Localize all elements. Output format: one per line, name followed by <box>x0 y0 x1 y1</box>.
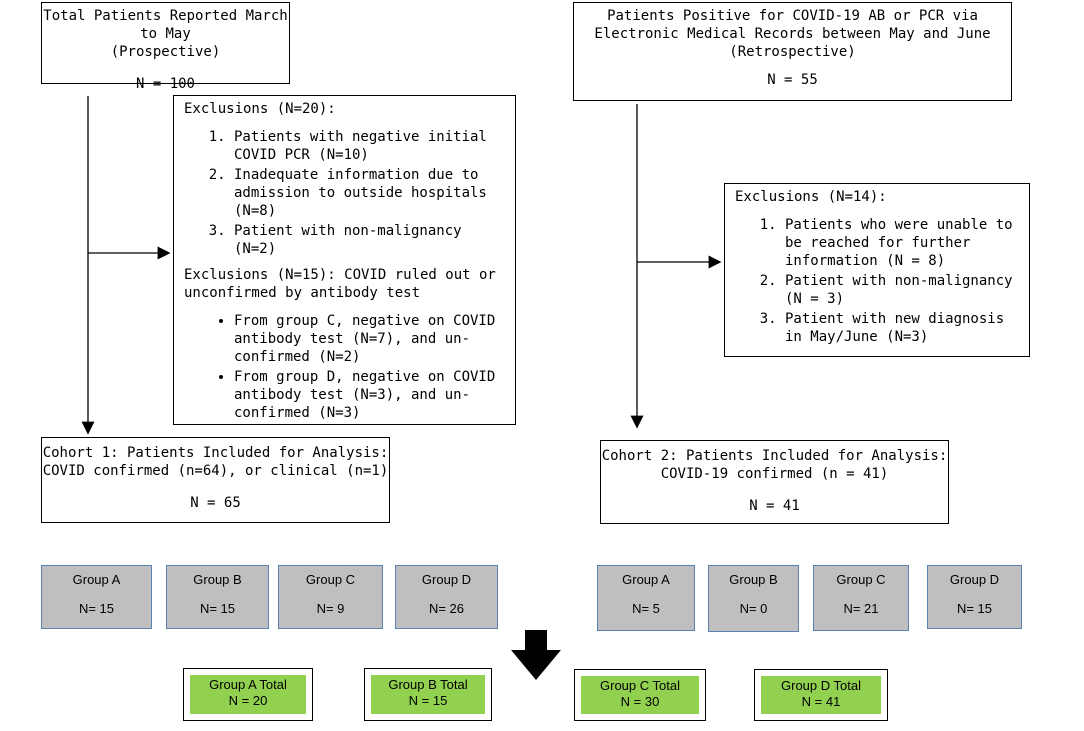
cohort1-box: Cohort 1: Patients Included for Analysis… <box>41 437 390 523</box>
cohort2-group-c: Group C N= 21 <box>813 565 909 631</box>
retrospective-title-line1: Patients Positive for COVID-19 AB or PCR… <box>607 8 978 24</box>
exclusions-left-heading2-line1: Exclusions (N=15): COVID ruled out or <box>184 267 496 283</box>
group-a-total-box: Group A Total N = 20 <box>183 668 313 721</box>
group-name: Group A <box>622 572 670 587</box>
exclusions-left-box: Exclusions (N=20): Patients with negativ… <box>173 95 516 425</box>
exclusions-left-heading: Exclusions (N=20): <box>184 101 336 117</box>
list-item: From group C, negative on COVID antibody… <box>234 312 507 366</box>
cohort2-n: N = 41 <box>749 498 800 514</box>
group-name: Group C <box>305 572 356 587</box>
retrospective-title-line2: Electronic Medical Records between May a… <box>594 26 991 42</box>
total-value: N = 20 <box>228 693 268 708</box>
list-item: Patients who were unable to be reached f… <box>785 216 1021 270</box>
group-value: N= 15 <box>956 601 993 616</box>
prospective-box: Total Patients Reported March to May (Pr… <box>41 2 290 92</box>
group-name: Group D <box>949 572 1000 587</box>
total-name: Group B Total <box>388 677 468 692</box>
group-value: N= 0 <box>739 601 768 616</box>
total-name: Group C Total <box>600 678 680 693</box>
cohort1-group-b: Group B N= 15 <box>166 565 269 629</box>
exclusions-left-list: Patients with negative initial COVID PCR… <box>184 128 507 258</box>
list-item: Inadequate information due to admission … <box>234 166 507 220</box>
group-value: N= 5 <box>632 601 660 616</box>
retrospective-box: Patients Positive for COVID-19 AB or PCR… <box>573 2 1012 101</box>
group-c-total-box: Group C Total N = 30 <box>574 669 706 721</box>
group-name: Group C <box>836 572 886 587</box>
exclusions-right-list: Patients who were unable to be reached f… <box>735 216 1021 346</box>
group-c-total-fill: Group C Total N = 30 <box>581 676 699 714</box>
total-name: Group A Total <box>209 677 287 692</box>
group-b-total-box: Group B Total N = 15 <box>364 668 492 721</box>
group-value: N= 15 <box>199 601 236 616</box>
exclusions-right-box: Exclusions (N=14): Patients who were una… <box>724 183 1030 357</box>
list-item: Patients with negative initial COVID PCR… <box>234 128 507 164</box>
group-b-total-fill: Group B Total N = 15 <box>371 675 485 714</box>
group-value: N= 9 <box>316 601 345 616</box>
cohort2-group-b: Group B N= 0 <box>708 565 799 632</box>
cohort1-n: N = 65 <box>190 495 241 511</box>
exclusions-left-heading2-line2: unconfirmed by antibody test <box>184 285 421 301</box>
cohort1-group-a: Group A N= 15 <box>41 565 152 629</box>
prospective-title-line2: (Prospective) <box>110 44 221 60</box>
cohort2-group-d: Group D N= 15 <box>927 565 1022 629</box>
group-value: N= 15 <box>78 601 115 616</box>
prospective-n: N = 100 <box>135 76 195 92</box>
cohort2-line2: COVID-19 confirmed (n = 41) <box>660 466 889 482</box>
list-item: From group D, negative on COVID antibody… <box>234 368 507 422</box>
list-item: Patient with non-malignancy (N=2) <box>234 222 507 258</box>
exclusions-right-heading: Exclusions (N=14): <box>735 189 887 205</box>
group-name: Group B <box>193 572 242 587</box>
exclusions-left-bullets: From group C, negative on COVID antibody… <box>184 312 507 422</box>
cohort1-line1: Cohort 1: Patients Included for Analysis… <box>42 445 389 461</box>
cohort1-group-d: Group D N= 26 <box>395 565 498 629</box>
total-value: N = 15 <box>408 693 448 708</box>
group-d-total-fill: Group D Total N = 41 <box>761 676 881 714</box>
cohort2-line1: Cohort 2: Patients Included for Analysis… <box>601 448 948 464</box>
group-name: Group A <box>72 572 121 587</box>
retrospective-n: N = 55 <box>767 72 818 88</box>
list-item: Patient with new diagnosis in May/June (… <box>785 310 1021 346</box>
cohort2-group-a: Group A N= 5 <box>597 565 695 631</box>
big-down-arrow <box>511 630 561 680</box>
group-value: N= 21 <box>843 601 879 616</box>
group-a-total-fill: Group A Total N = 20 <box>190 675 306 714</box>
total-value: N = 30 <box>620 694 660 709</box>
group-name: Group D <box>421 572 472 587</box>
list-item: Patient with non-malignancy (N = 3) <box>785 272 1021 308</box>
cohort2-box: Cohort 2: Patients Included for Analysis… <box>600 440 949 524</box>
prospective-title-line1: Total Patients Reported March to May <box>43 8 288 42</box>
cohort1-line2: COVID confirmed (n=64), or clinical (n=1… <box>42 463 389 479</box>
retrospective-title-line3: (Retrospective) <box>729 44 856 60</box>
cohort1-group-c: Group C N= 9 <box>278 565 383 629</box>
group-d-total-box: Group D Total N = 41 <box>754 669 888 721</box>
total-value: N = 41 <box>801 694 841 709</box>
total-name: Group D Total <box>781 678 861 693</box>
group-value: N= 26 <box>428 601 465 616</box>
group-name: Group B <box>729 572 778 587</box>
